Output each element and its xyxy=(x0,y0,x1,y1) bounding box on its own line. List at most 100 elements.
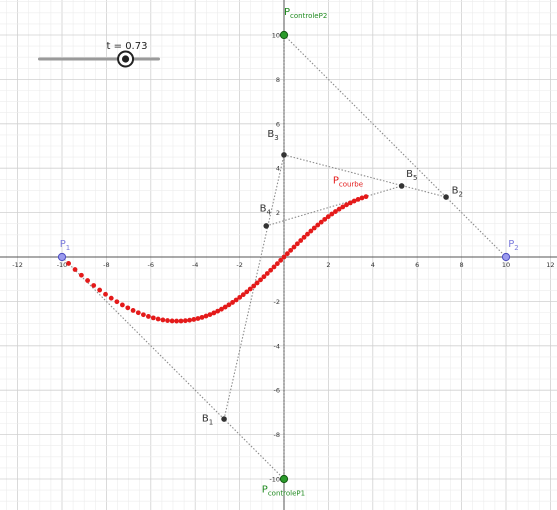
y-tick-label: 8 xyxy=(276,76,280,84)
curve-point xyxy=(125,305,131,311)
x-tick-label: 8 xyxy=(460,261,464,269)
curve-point xyxy=(333,209,338,214)
curve-point xyxy=(336,206,342,212)
curve-point xyxy=(278,257,284,263)
curve-point xyxy=(315,222,321,228)
x-tick-label: -2 xyxy=(236,261,242,269)
label-b4: B4 xyxy=(260,203,272,216)
point-markers[interactable] xyxy=(57,30,511,484)
slider-track[interactable] xyxy=(38,57,160,61)
curve-point xyxy=(308,228,314,234)
label-b5: B5 xyxy=(406,169,417,182)
curve-point xyxy=(244,289,250,295)
y-tick-label: -10 xyxy=(269,476,280,484)
curve-point xyxy=(311,225,317,231)
point-c2[interactable] xyxy=(279,30,289,40)
x-tick-label: -4 xyxy=(192,261,198,269)
curve-point xyxy=(322,216,328,222)
curve-point xyxy=(254,280,260,286)
curve-point xyxy=(215,308,221,314)
x-tick-label: 6 xyxy=(415,261,419,269)
curve-point xyxy=(258,277,263,283)
x-tick-label: -12 xyxy=(12,261,23,269)
point-p2[interactable] xyxy=(501,252,511,262)
slider-label: t = 0.73 xyxy=(107,41,148,52)
point-b1[interactable] xyxy=(221,416,227,422)
x-tick-label: 2 xyxy=(326,261,330,269)
curve-point xyxy=(97,287,103,293)
y-tick-label: 10 xyxy=(272,32,280,40)
bezier-curve-trace xyxy=(59,194,369,324)
x-tick-label: -10 xyxy=(57,261,68,269)
curve-point xyxy=(141,312,146,318)
curve-point xyxy=(119,302,125,308)
curve-point xyxy=(340,204,346,210)
curve-point xyxy=(91,283,97,288)
point-c1[interactable] xyxy=(279,474,289,484)
curve-point xyxy=(284,251,290,257)
x-tick-label: 12 xyxy=(546,261,554,269)
label-p2: P2 xyxy=(508,239,518,252)
curve-point xyxy=(288,247,294,253)
curve-point xyxy=(274,261,280,267)
curve-point xyxy=(268,267,274,273)
point-b5[interactable] xyxy=(398,183,405,189)
x-tick-label: 10 xyxy=(502,261,510,269)
curve-point xyxy=(155,316,161,322)
curve-point xyxy=(85,278,91,283)
curve-point xyxy=(114,299,120,305)
label-b3: B3 xyxy=(267,129,278,142)
curve-point xyxy=(174,318,180,324)
curve-point xyxy=(150,315,156,321)
curve-point xyxy=(359,195,365,201)
curve-point xyxy=(146,314,151,319)
point-b3[interactable] xyxy=(281,152,287,158)
curve-point xyxy=(135,310,141,316)
slider-handle[interactable] xyxy=(117,50,135,68)
curve-point xyxy=(363,194,369,200)
segment-b4-b5 xyxy=(266,185,402,227)
curve-point xyxy=(78,272,84,278)
point-b2[interactable] xyxy=(443,194,449,200)
point-b4[interactable] xyxy=(263,223,270,229)
curve-point xyxy=(195,316,201,321)
curve-point xyxy=(160,317,166,323)
curve-point xyxy=(66,261,71,266)
curve-point xyxy=(103,291,108,297)
curve-point xyxy=(329,211,335,217)
segment-p1-c1 xyxy=(61,256,285,480)
curve-point xyxy=(251,283,257,289)
y-tick-label: -4 xyxy=(274,342,280,350)
curve-point xyxy=(347,200,353,206)
curve-point xyxy=(264,271,270,276)
curve-point xyxy=(247,286,253,292)
label-p1: P1 xyxy=(60,239,71,252)
curve-point xyxy=(72,267,78,272)
x-tick-label: -6 xyxy=(148,261,154,269)
curve-point xyxy=(230,300,235,305)
y-tick-label: -2 xyxy=(274,298,280,306)
curve-point xyxy=(301,234,307,240)
curve-point xyxy=(165,318,170,323)
label-controle-p2: PcontroleP2 xyxy=(284,7,327,20)
curve-point xyxy=(199,314,205,320)
label-curve: Pcourbe xyxy=(333,176,363,189)
curve-point xyxy=(226,302,232,308)
y-tick-label: -8 xyxy=(274,431,280,439)
label-b1: B1 xyxy=(202,413,213,426)
curve-point xyxy=(237,294,243,300)
point-p1[interactable] xyxy=(57,252,67,262)
curve-point xyxy=(207,312,213,317)
curve-point xyxy=(130,308,136,313)
y-tick-label: 6 xyxy=(276,120,280,128)
x-tick-label: 4 xyxy=(371,261,375,269)
curve-point xyxy=(271,264,277,270)
y-tick-label: 4 xyxy=(276,165,280,173)
label-b2: B2 xyxy=(452,186,463,199)
t-slider[interactable]: t = 0.73 xyxy=(38,41,160,68)
curve-point xyxy=(344,202,349,208)
curve-point xyxy=(187,317,193,323)
